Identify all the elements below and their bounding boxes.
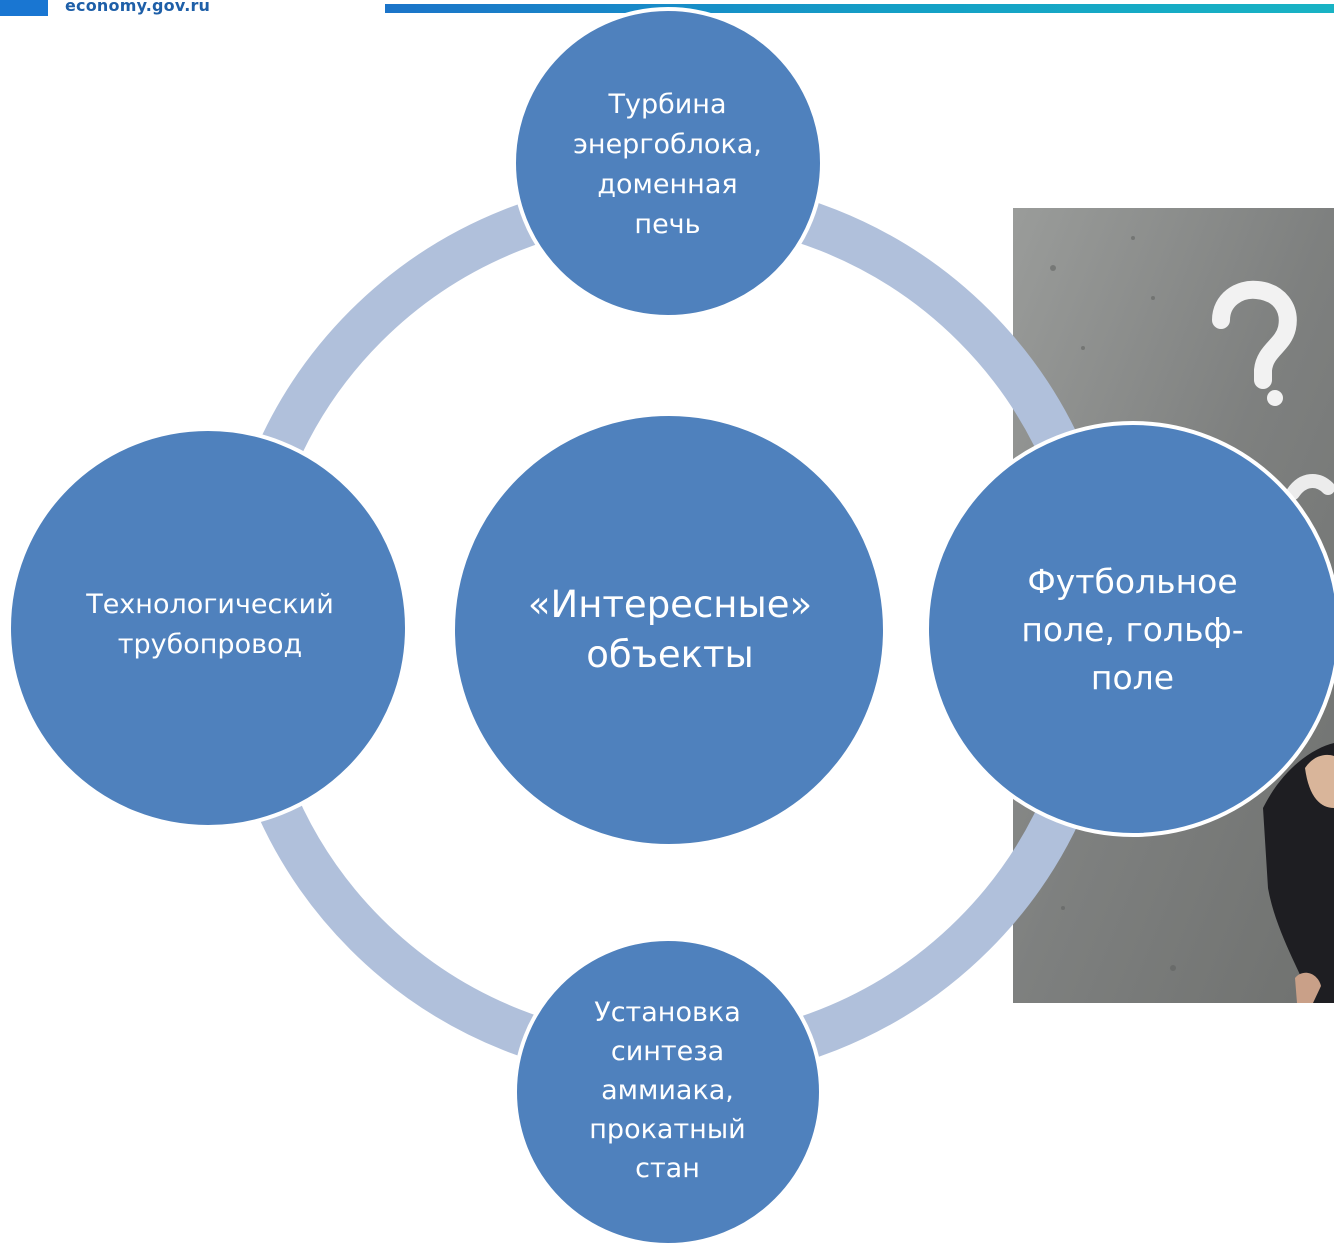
center-label: «Интересные» объекты <box>527 583 813 676</box>
node-bottom-circle <box>513 937 823 1247</box>
node-top-label: Турбина энергоблока, доменная печь <box>573 89 762 240</box>
question-mark-icon <box>1212 280 1297 406</box>
node-bottom-label: Установка синтеза аммиака, прокатный ста… <box>589 996 746 1184</box>
node-left-circle <box>7 427 409 829</box>
site-url: economy.gov.ru <box>65 0 211 15</box>
node-right-circle <box>925 421 1334 837</box>
center-circle <box>451 412 887 848</box>
node-right-label: Футбольное поле, гольф- поле <box>1021 562 1244 697</box>
logo-block <box>0 0 48 16</box>
node-top-circle <box>512 7 824 319</box>
node-left-label: Технологический трубопровод <box>86 589 334 660</box>
header-accent-bar <box>385 4 1334 13</box>
